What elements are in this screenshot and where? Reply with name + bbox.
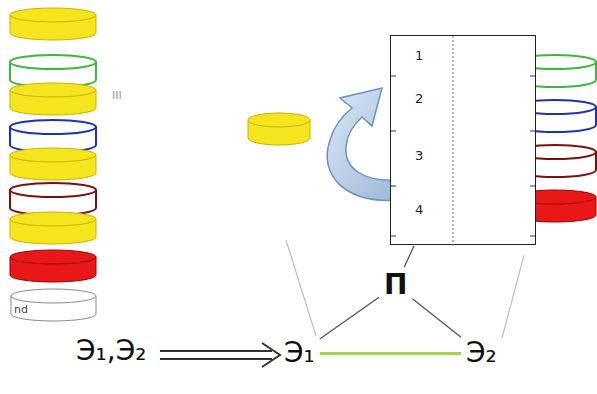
implies-arrow xyxy=(160,343,280,367)
disk xyxy=(10,148,96,180)
curved-arrow xyxy=(327,88,398,200)
disk xyxy=(10,8,96,40)
disk xyxy=(11,289,96,321)
relation-text: П xyxy=(384,270,407,301)
disk xyxy=(10,212,96,244)
connector-line xyxy=(412,299,461,338)
slot-number: 2 xyxy=(415,91,423,106)
element-text: Э₁ xyxy=(284,338,315,369)
element-label: Э₁ xyxy=(280,336,319,371)
leader-line xyxy=(502,255,524,338)
slot-number: 1 xyxy=(415,48,423,63)
disk xyxy=(10,55,96,87)
element-text: Э₂ xyxy=(466,338,497,369)
disk xyxy=(248,113,310,145)
slot-box: 1 2 3 4 xyxy=(390,35,536,245)
disk xyxy=(10,250,96,282)
slot-number: 4 xyxy=(415,202,423,217)
disk xyxy=(10,83,96,115)
disk xyxy=(10,120,96,152)
box-rulings xyxy=(391,36,537,246)
disk-node: nd xyxy=(10,288,97,322)
faint-mark: III xyxy=(112,90,122,102)
leader-line xyxy=(286,240,316,336)
green-link xyxy=(320,353,461,354)
element-pair: Э₁,Э₂ xyxy=(76,336,146,367)
disk xyxy=(10,183,96,215)
connector-line xyxy=(320,297,379,339)
disk-text: nd xyxy=(14,303,28,316)
connector-line xyxy=(404,246,414,267)
relation-symbol: П xyxy=(380,268,411,303)
slot-number: 3 xyxy=(415,148,423,163)
element-label: Э₂ xyxy=(462,336,501,371)
